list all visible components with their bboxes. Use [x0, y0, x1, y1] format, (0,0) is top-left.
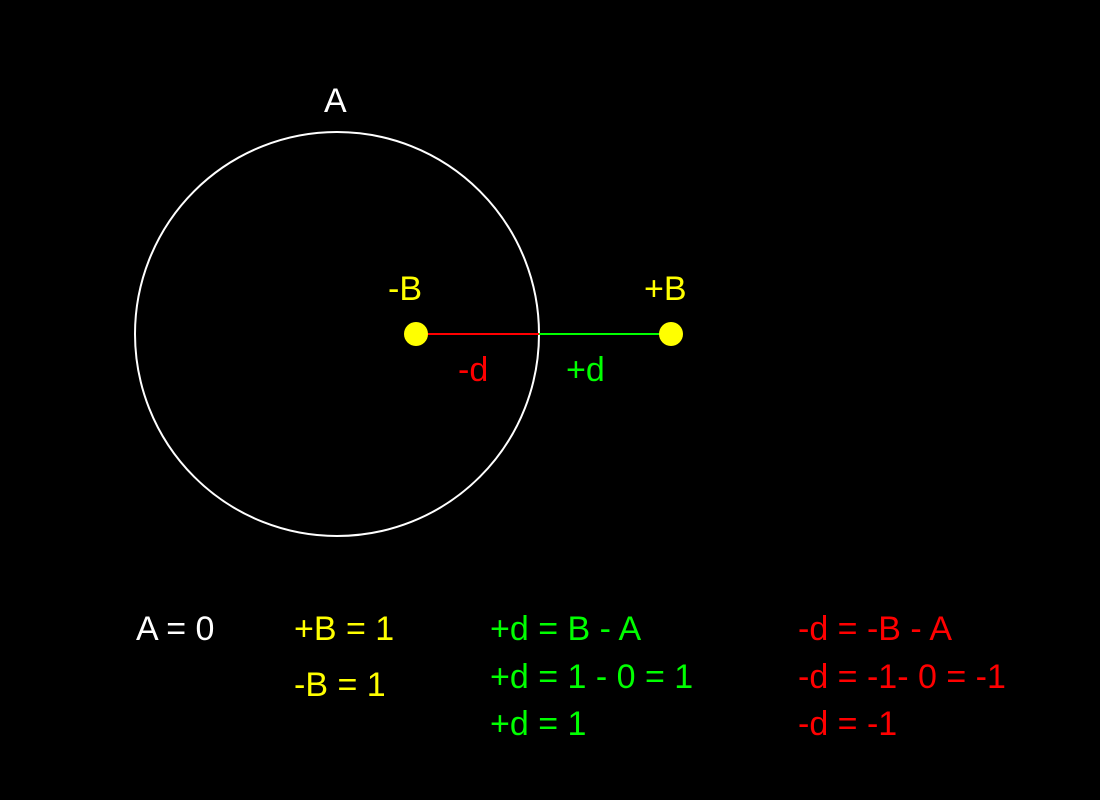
eq-a-value: A = 0 [136, 610, 215, 648]
neg-distance-label: -d [458, 351, 489, 389]
circle-label: A [324, 82, 347, 120]
eq-neg-d-line-1: -d = -B - A [798, 610, 952, 648]
point-outside-label: +B [644, 270, 687, 308]
eq-neg-d-line-2: -d = -1- 0 = -1 [798, 658, 1006, 696]
eq-pos-d-line-1: +d = B - A [490, 610, 642, 648]
eq-pos-b-value: +B = 1 [294, 610, 395, 648]
eq-pos-d-line-2: +d = 1 - 0 = 1 [490, 658, 694, 696]
point-inside-label: -B [388, 270, 422, 308]
pos-distance-label: +d [566, 351, 605, 389]
point-neg-b [404, 322, 428, 346]
eq-neg-b-value: -B = 1 [294, 666, 386, 704]
point-pos-b [659, 322, 683, 346]
eq-pos-d-line-3: +d = 1 [490, 705, 587, 743]
eq-neg-d-line-3: -d = -1 [798, 705, 898, 743]
